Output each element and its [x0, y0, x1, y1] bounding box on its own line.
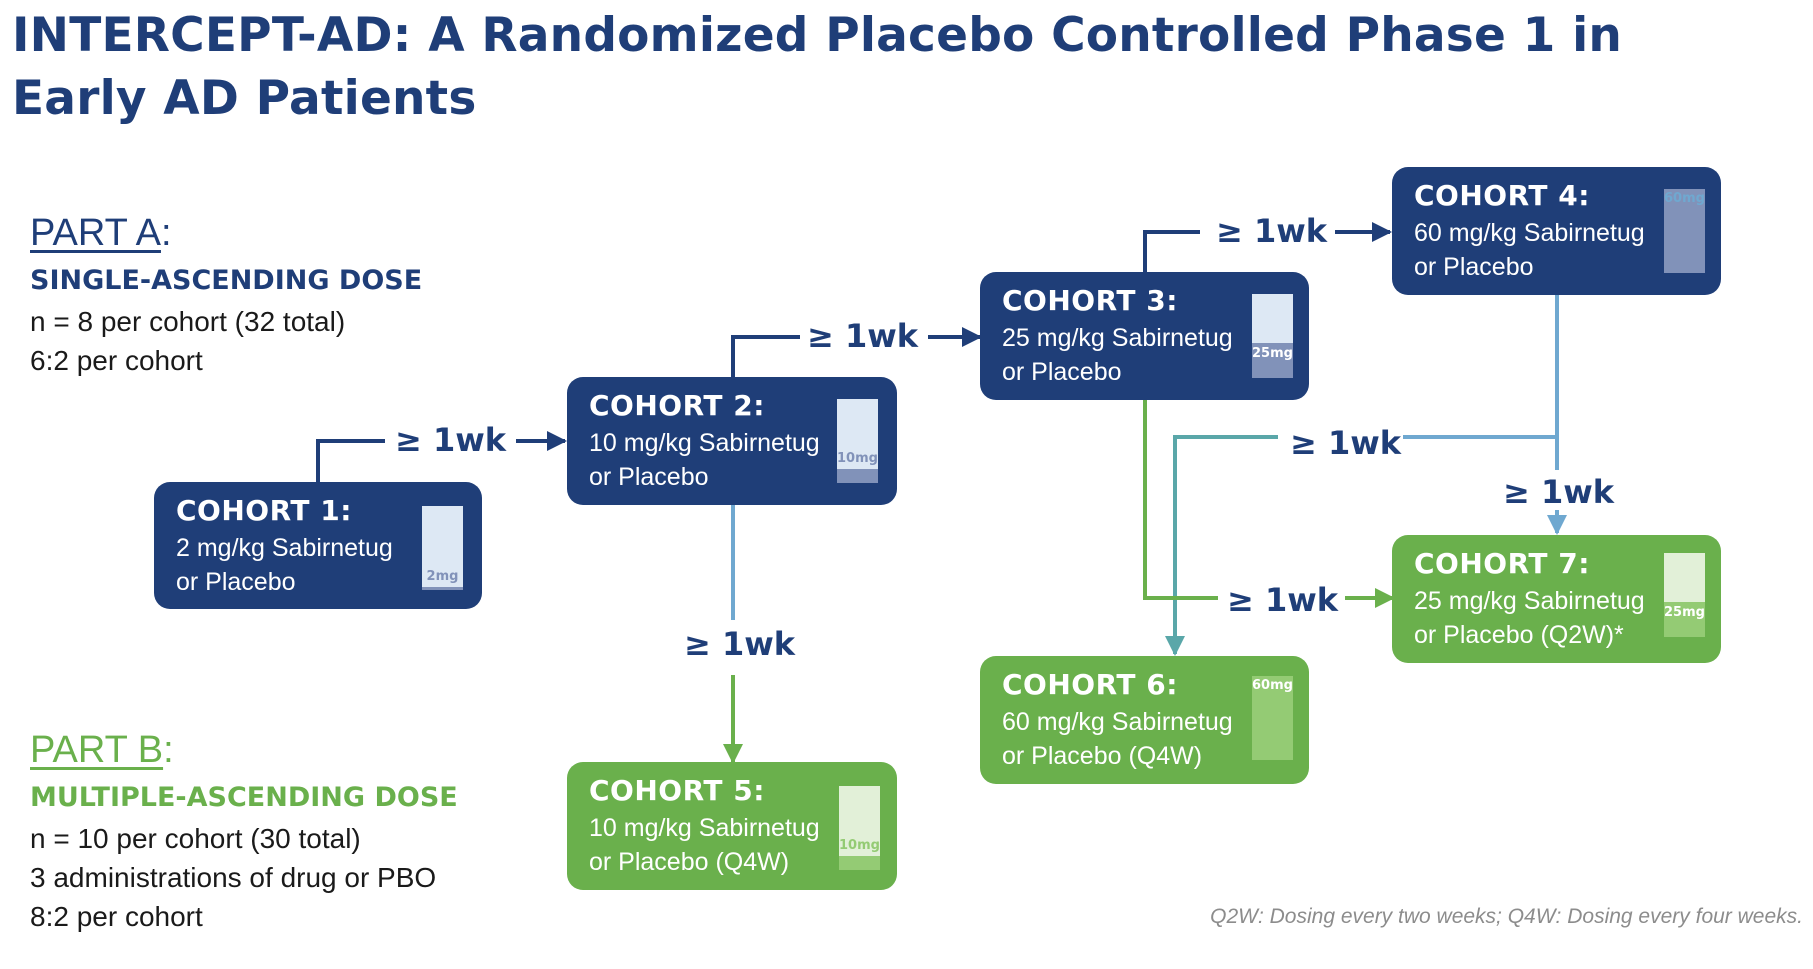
dose-gauge-fill: [422, 587, 463, 590]
part-b-subheading: MULTIPLE-ASCENDING DOSE: [30, 782, 458, 813]
cohort-name: COHORT 2:: [589, 389, 765, 422]
interval-label: ≥ 1wk: [684, 625, 796, 663]
cohort-name: COHORT 5:: [589, 774, 765, 807]
cohort-placebo: or Placebo (Q4W): [589, 848, 790, 876]
cohort-dose: 25 mg/kg Sabirnetug: [1414, 587, 1645, 615]
dose-gauge-fill: [837, 469, 878, 483]
cohort-placebo: or Placebo: [589, 463, 709, 491]
dose-gauge-label: 10mg: [839, 838, 880, 853]
dose-gauge-fill: [1664, 602, 1705, 637]
dose-gauge: 10mg: [839, 786, 880, 870]
part-b-line: 3 administrations of drug or PBO: [30, 862, 437, 893]
arrow-cohort3-to-cohort7: [1143, 400, 1218, 600]
cohort-7-box: COHORT 7: 25 mg/kg Sabirnetug or Placebo…: [1392, 535, 1721, 663]
interval-label: ≥ 1wk: [1503, 473, 1615, 511]
page-title: INTERCEPT-AD: A Randomized Placebo Contr…: [12, 8, 1623, 126]
arrow-cohort3-to-cohort4: [1143, 230, 1200, 272]
cohort-dose: 10 mg/kg Sabirnetug: [589, 814, 820, 842]
cohort-6-box: COHORT 6: 60 mg/kg Sabirnetug or Placebo…: [980, 656, 1309, 784]
cohort-placebo: or Placebo: [176, 568, 296, 596]
cohort-1-box: COHORT 1: 2 mg/kg Sabirnetug or Placebo …: [154, 482, 482, 609]
dose-gauge: 60mg: [1252, 676, 1293, 760]
cohort-placebo: or Placebo: [1002, 358, 1122, 386]
dose-gauge-label: 60mg: [1664, 191, 1705, 206]
part-a-line: 6:2 per cohort: [30, 345, 203, 376]
dose-gauge-label: 10mg: [837, 451, 878, 466]
cohort-name: COHORT 1:: [176, 494, 352, 527]
dose-gauge-fill: [1252, 343, 1293, 378]
interval-label: ≥ 1wk: [1216, 212, 1328, 250]
dose-gauge: 10mg: [837, 399, 878, 483]
cohort-4-box: COHORT 4: 60 mg/kg Sabirnetug or Placebo…: [1392, 167, 1721, 295]
cohort-dose: 10 mg/kg Sabirnetug: [589, 429, 820, 457]
cohort-dose: 60 mg/kg Sabirnetug: [1414, 219, 1645, 247]
dose-gauge: 25mg: [1252, 294, 1293, 378]
part-a-heading: PART A: [30, 212, 161, 254]
dose-gauge: 60mg: [1664, 189, 1705, 273]
part-a-description: PART A: SINGLE-ASCENDING DOSE n = 8 per …: [30, 210, 422, 380]
cohort-name: COHORT 7:: [1414, 547, 1590, 580]
part-a-subheading: SINGLE-ASCENDING DOSE: [30, 265, 423, 296]
dose-gauge-fill: [1252, 676, 1293, 760]
dose-gauge-label: 25mg: [1252, 346, 1293, 361]
cohort-dose: 25 mg/kg Sabirnetug: [1002, 324, 1233, 352]
dose-gauge: 25mg: [1664, 553, 1705, 637]
interval-label: ≥ 1wk: [807, 317, 919, 355]
cohort-placebo: or Placebo (Q2W)*: [1414, 621, 1624, 649]
dose-gauge: 2mg: [422, 506, 463, 590]
footnote: Q2W: Dosing every two weeks; Q4W: Dosing…: [1210, 905, 1803, 928]
part-b-heading: PART B: [30, 729, 164, 771]
part-b-line: 8:2 per cohort: [30, 901, 203, 932]
cohort-name: COHORT 3:: [1002, 284, 1178, 317]
dose-gauge-fill: [1664, 189, 1705, 273]
arrow-cohort1-to-cohort2: [316, 439, 385, 482]
interval-label: ≥ 1wk: [395, 421, 507, 459]
cohort-name: COHORT 4:: [1414, 179, 1590, 212]
arrow-cohort2-to-cohort3: [731, 335, 800, 377]
cohort-2-box: COHORT 2: 10 mg/kg Sabirnetug or Placebo…: [567, 377, 897, 505]
interval-label: ≥ 1wk: [1227, 581, 1339, 619]
cohort-placebo: or Placebo (Q4W): [1002, 742, 1203, 770]
cohort-dose: 60 mg/kg Sabirnetug: [1002, 708, 1233, 736]
cohort-placebo: or Placebo: [1414, 253, 1534, 281]
cohort-5-box: COHORT 5: 10 mg/kg Sabirnetug or Placebo…: [567, 762, 897, 890]
cohort-dose: 2 mg/kg Sabirnetug: [176, 534, 393, 562]
part-b-description: PART B: MULTIPLE-ASCENDING DOSE n = 10 p…: [30, 727, 458, 936]
interval-label: ≥ 1wk: [1290, 424, 1402, 462]
part-a-line: n = 8 per cohort (32 total): [30, 306, 346, 337]
dose-gauge-label: 25mg: [1664, 605, 1705, 620]
part-b-line: n = 10 per cohort (30 total): [30, 823, 361, 854]
dose-gauge-fill: [839, 856, 880, 870]
cohort-3-box: COHORT 3: 25 mg/kg Sabirnetug or Placebo…: [980, 272, 1309, 400]
dose-gauge-label: 60mg: [1252, 678, 1293, 693]
dose-gauge-label: 2mg: [426, 569, 459, 585]
cohort-name: COHORT 6:: [1002, 668, 1178, 701]
